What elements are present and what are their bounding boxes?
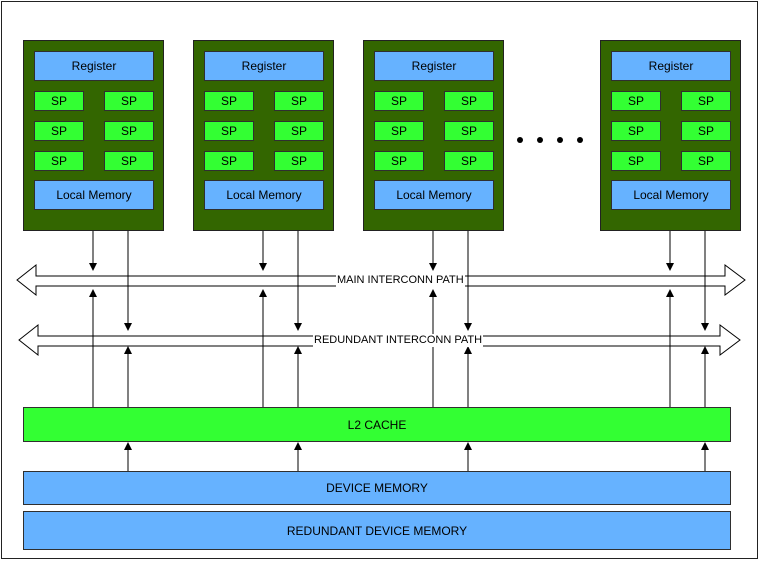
redundant-device-memory-box: REDUNDANT DEVICE MEMORY — [23, 511, 731, 550]
sp-unit: SP — [374, 91, 424, 111]
device-memory-box: DEVICE MEMORY — [23, 471, 731, 505]
redundant-interconnect-label: REDUNDANT INTERCONN PATH — [313, 334, 484, 347]
register-box: Register — [374, 51, 494, 81]
sp-unit: SP — [611, 121, 661, 141]
local-memory-box: Local Memory — [611, 180, 731, 210]
register-box: Register — [611, 51, 731, 81]
ellipsis-dot — [577, 137, 583, 143]
sp-unit: SP — [681, 91, 731, 111]
ellipsis-dot — [557, 137, 563, 143]
sp-unit: SP — [444, 151, 494, 171]
connector-arrows — [89, 231, 709, 471]
main-interconnect-label: MAIN INTERCONN PATH — [336, 274, 465, 287]
local-memory-box: Local Memory — [374, 180, 494, 210]
l2-cache-box: L2 CACHE — [23, 407, 731, 442]
register-box: Register — [34, 51, 154, 81]
sp-unit: SP — [204, 151, 254, 171]
sp-unit: SP — [274, 121, 324, 141]
sp-unit: SP — [681, 151, 731, 171]
sm-block-2: Register SP SP SP SP SP SP Local Memory — [193, 40, 334, 231]
sp-unit: SP — [104, 121, 154, 141]
sp-unit: SP — [204, 121, 254, 141]
ellipsis-dot — [537, 137, 543, 143]
local-memory-box: Local Memory — [34, 180, 154, 210]
sp-unit: SP — [34, 121, 84, 141]
sm-block-3: Register SP SP SP SP SP SP Local Memory — [363, 40, 504, 231]
ellipsis-dot — [517, 137, 523, 143]
sp-unit: SP — [34, 91, 84, 111]
local-memory-box: Local Memory — [204, 180, 324, 210]
sp-unit: SP — [611, 151, 661, 171]
sp-unit: SP — [274, 151, 324, 171]
sm-block-1: Register SP SP SP SP SP SP Local Memory — [23, 40, 164, 231]
sp-unit: SP — [611, 91, 661, 111]
sp-unit: SP — [444, 121, 494, 141]
sp-unit: SP — [274, 91, 324, 111]
register-box: Register — [204, 51, 324, 81]
sp-unit: SP — [374, 151, 424, 171]
sp-unit: SP — [34, 151, 84, 171]
sp-unit: SP — [204, 91, 254, 111]
sp-unit: SP — [444, 91, 494, 111]
sp-unit: SP — [374, 121, 424, 141]
sp-unit: SP — [681, 121, 731, 141]
sm-block-4: Register SP SP SP SP SP SP Local Memory — [600, 40, 741, 231]
sp-unit: SP — [104, 151, 154, 171]
sp-unit: SP — [104, 91, 154, 111]
